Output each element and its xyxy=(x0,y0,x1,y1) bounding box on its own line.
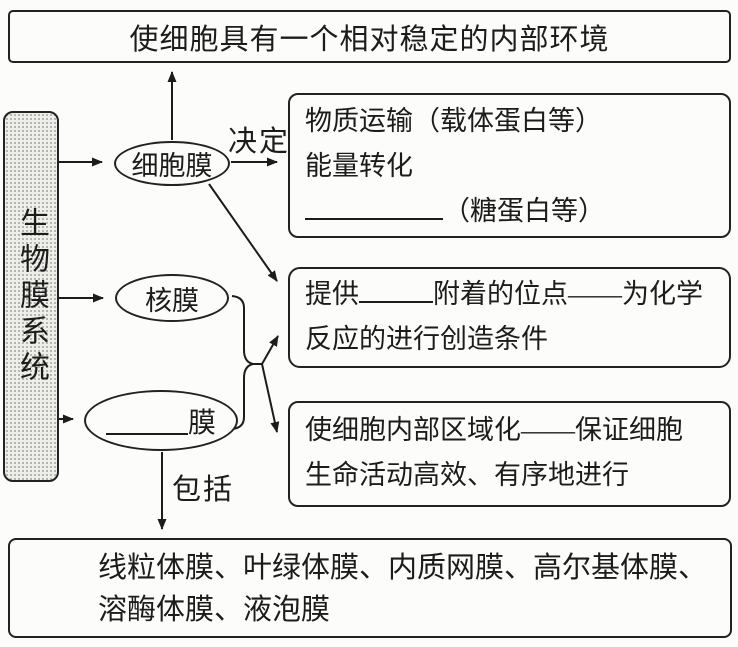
nuclear-membrane-label: 核膜 xyxy=(145,285,199,316)
blank-underline xyxy=(105,407,188,435)
arrow-brace-to-attachment-box xyxy=(261,335,279,365)
box-attachment-site: 提供 附着的位点——为化学 反应的进行创造条件 xyxy=(288,267,731,368)
membrane-functions-line1: 物质运输（载体蛋白等） xyxy=(305,106,602,136)
arrow-cell-membrane-to-attachment-box xyxy=(208,183,278,282)
membrane-functions-line3-suffix: （糖蛋白等） xyxy=(443,196,605,226)
box-membrane-functions: 物质运输（载体蛋白等） 能量转化 （糖蛋白等） xyxy=(288,93,731,238)
attachment-line2: 反应的进行创造条件 xyxy=(305,324,548,354)
membrane-functions-line2: 能量转化 xyxy=(305,151,413,181)
top-result-box: 使细胞具有一个相对稳定的内部环境 xyxy=(8,10,731,63)
blank-underline xyxy=(305,193,443,220)
root-node-biomembrane-system: 生物膜系统 xyxy=(3,111,59,482)
attachment-line1-suffix: 附着的位点——为化学 xyxy=(433,279,703,309)
organelle-list-line1: 线粒体膜、叶绿体膜、内质网膜、高尔基体膜、 xyxy=(98,552,708,584)
organelle-list-line2: 溶酶体膜、液泡膜 xyxy=(98,594,331,626)
compartment-line1: 使细胞内部区域化——保证细胞 xyxy=(305,415,683,445)
attachment-line1: 提供 附着的位点——为化学 xyxy=(305,272,723,317)
root-node-label: 生物膜系统 xyxy=(15,206,48,387)
blank-underline xyxy=(359,276,433,303)
attachment-line1-prefix: 提供 xyxy=(305,279,359,309)
membrane-functions-line3: （糖蛋白等） xyxy=(305,189,723,234)
edge-label-include: 包括 xyxy=(172,474,235,506)
box-compartmentalization: 使细胞内部区域化——保证细胞 生命活动高效、有序地进行 xyxy=(288,401,731,507)
edge-label-decide: 决定 xyxy=(228,126,291,158)
top-result-text: 使细胞具有一个相对稳定的内部环境 xyxy=(129,23,610,56)
blank-membrane-suffix: 膜 xyxy=(187,407,216,439)
compartment-line2: 生命活动高效、有序地进行 xyxy=(305,460,629,490)
arrow-brace-to-compartment-box xyxy=(261,363,280,433)
box-organelle-membrane-list: 线粒体膜、叶绿体膜、内质网膜、高尔基体膜、 溶酶体膜、液泡膜 xyxy=(8,538,732,638)
brace-membranes xyxy=(231,295,254,430)
node-blank-membrane: 膜 xyxy=(84,390,238,451)
node-nuclear-membrane: 核膜 xyxy=(115,274,229,322)
node-cell-membrane: 细胞膜 xyxy=(114,141,230,186)
cell-membrane-label: 细胞膜 xyxy=(131,151,213,181)
